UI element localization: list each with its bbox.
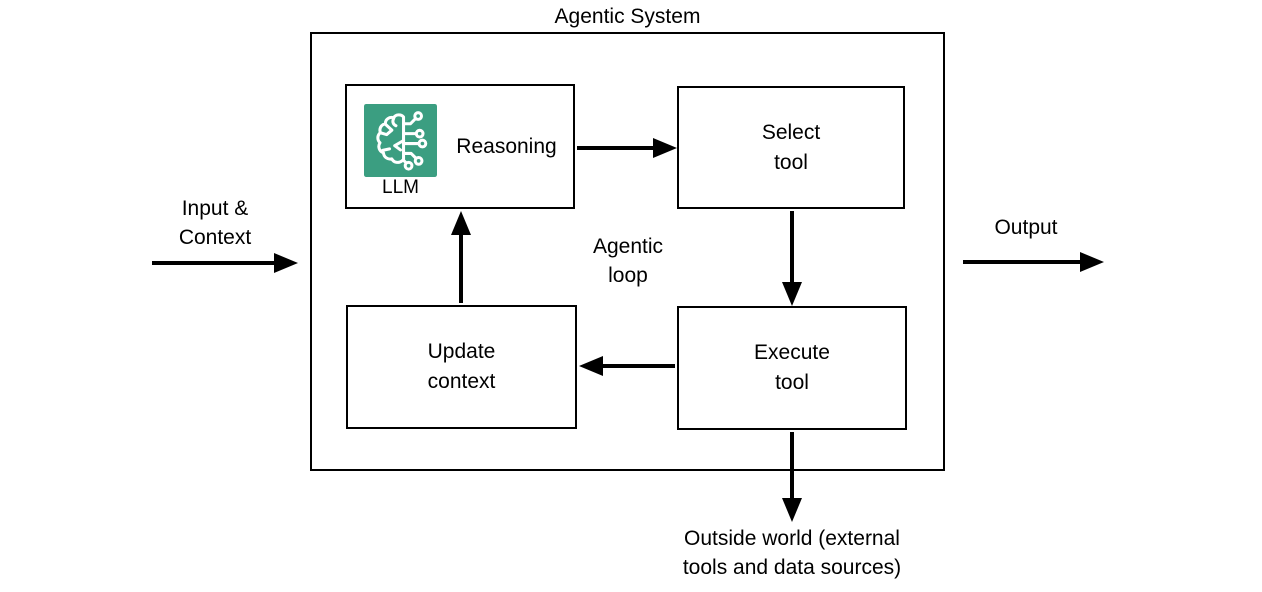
llm-brain-circuit-icon (364, 104, 437, 177)
arrow-input (152, 253, 298, 273)
agentic-loop-label: Agentic loop (592, 235, 664, 287)
node-execute-tool: Execute tool (677, 306, 907, 430)
node-update-context: Update context (346, 305, 577, 429)
llm-icon-label: LLM (382, 177, 419, 198)
execute-tool-node-label: Execute tool (754, 341, 830, 394)
select-tool-node-label: Select tool (761, 120, 821, 174)
input-context-label: Input & Context (178, 197, 252, 249)
output-label: Output (994, 216, 1058, 239)
arrow-output (963, 252, 1104, 272)
node-reasoning: LLM Reasoning (345, 84, 575, 209)
update-context-node-label: Update context (427, 340, 496, 393)
diagram-title: Agentic System (554, 5, 701, 28)
agentic-system-boundary (310, 32, 945, 471)
outside-world-label: Outside world (external tools and data s… (682, 527, 902, 579)
node-select-tool: Select tool (677, 86, 905, 209)
reasoning-node-label: Reasoning (456, 134, 557, 158)
